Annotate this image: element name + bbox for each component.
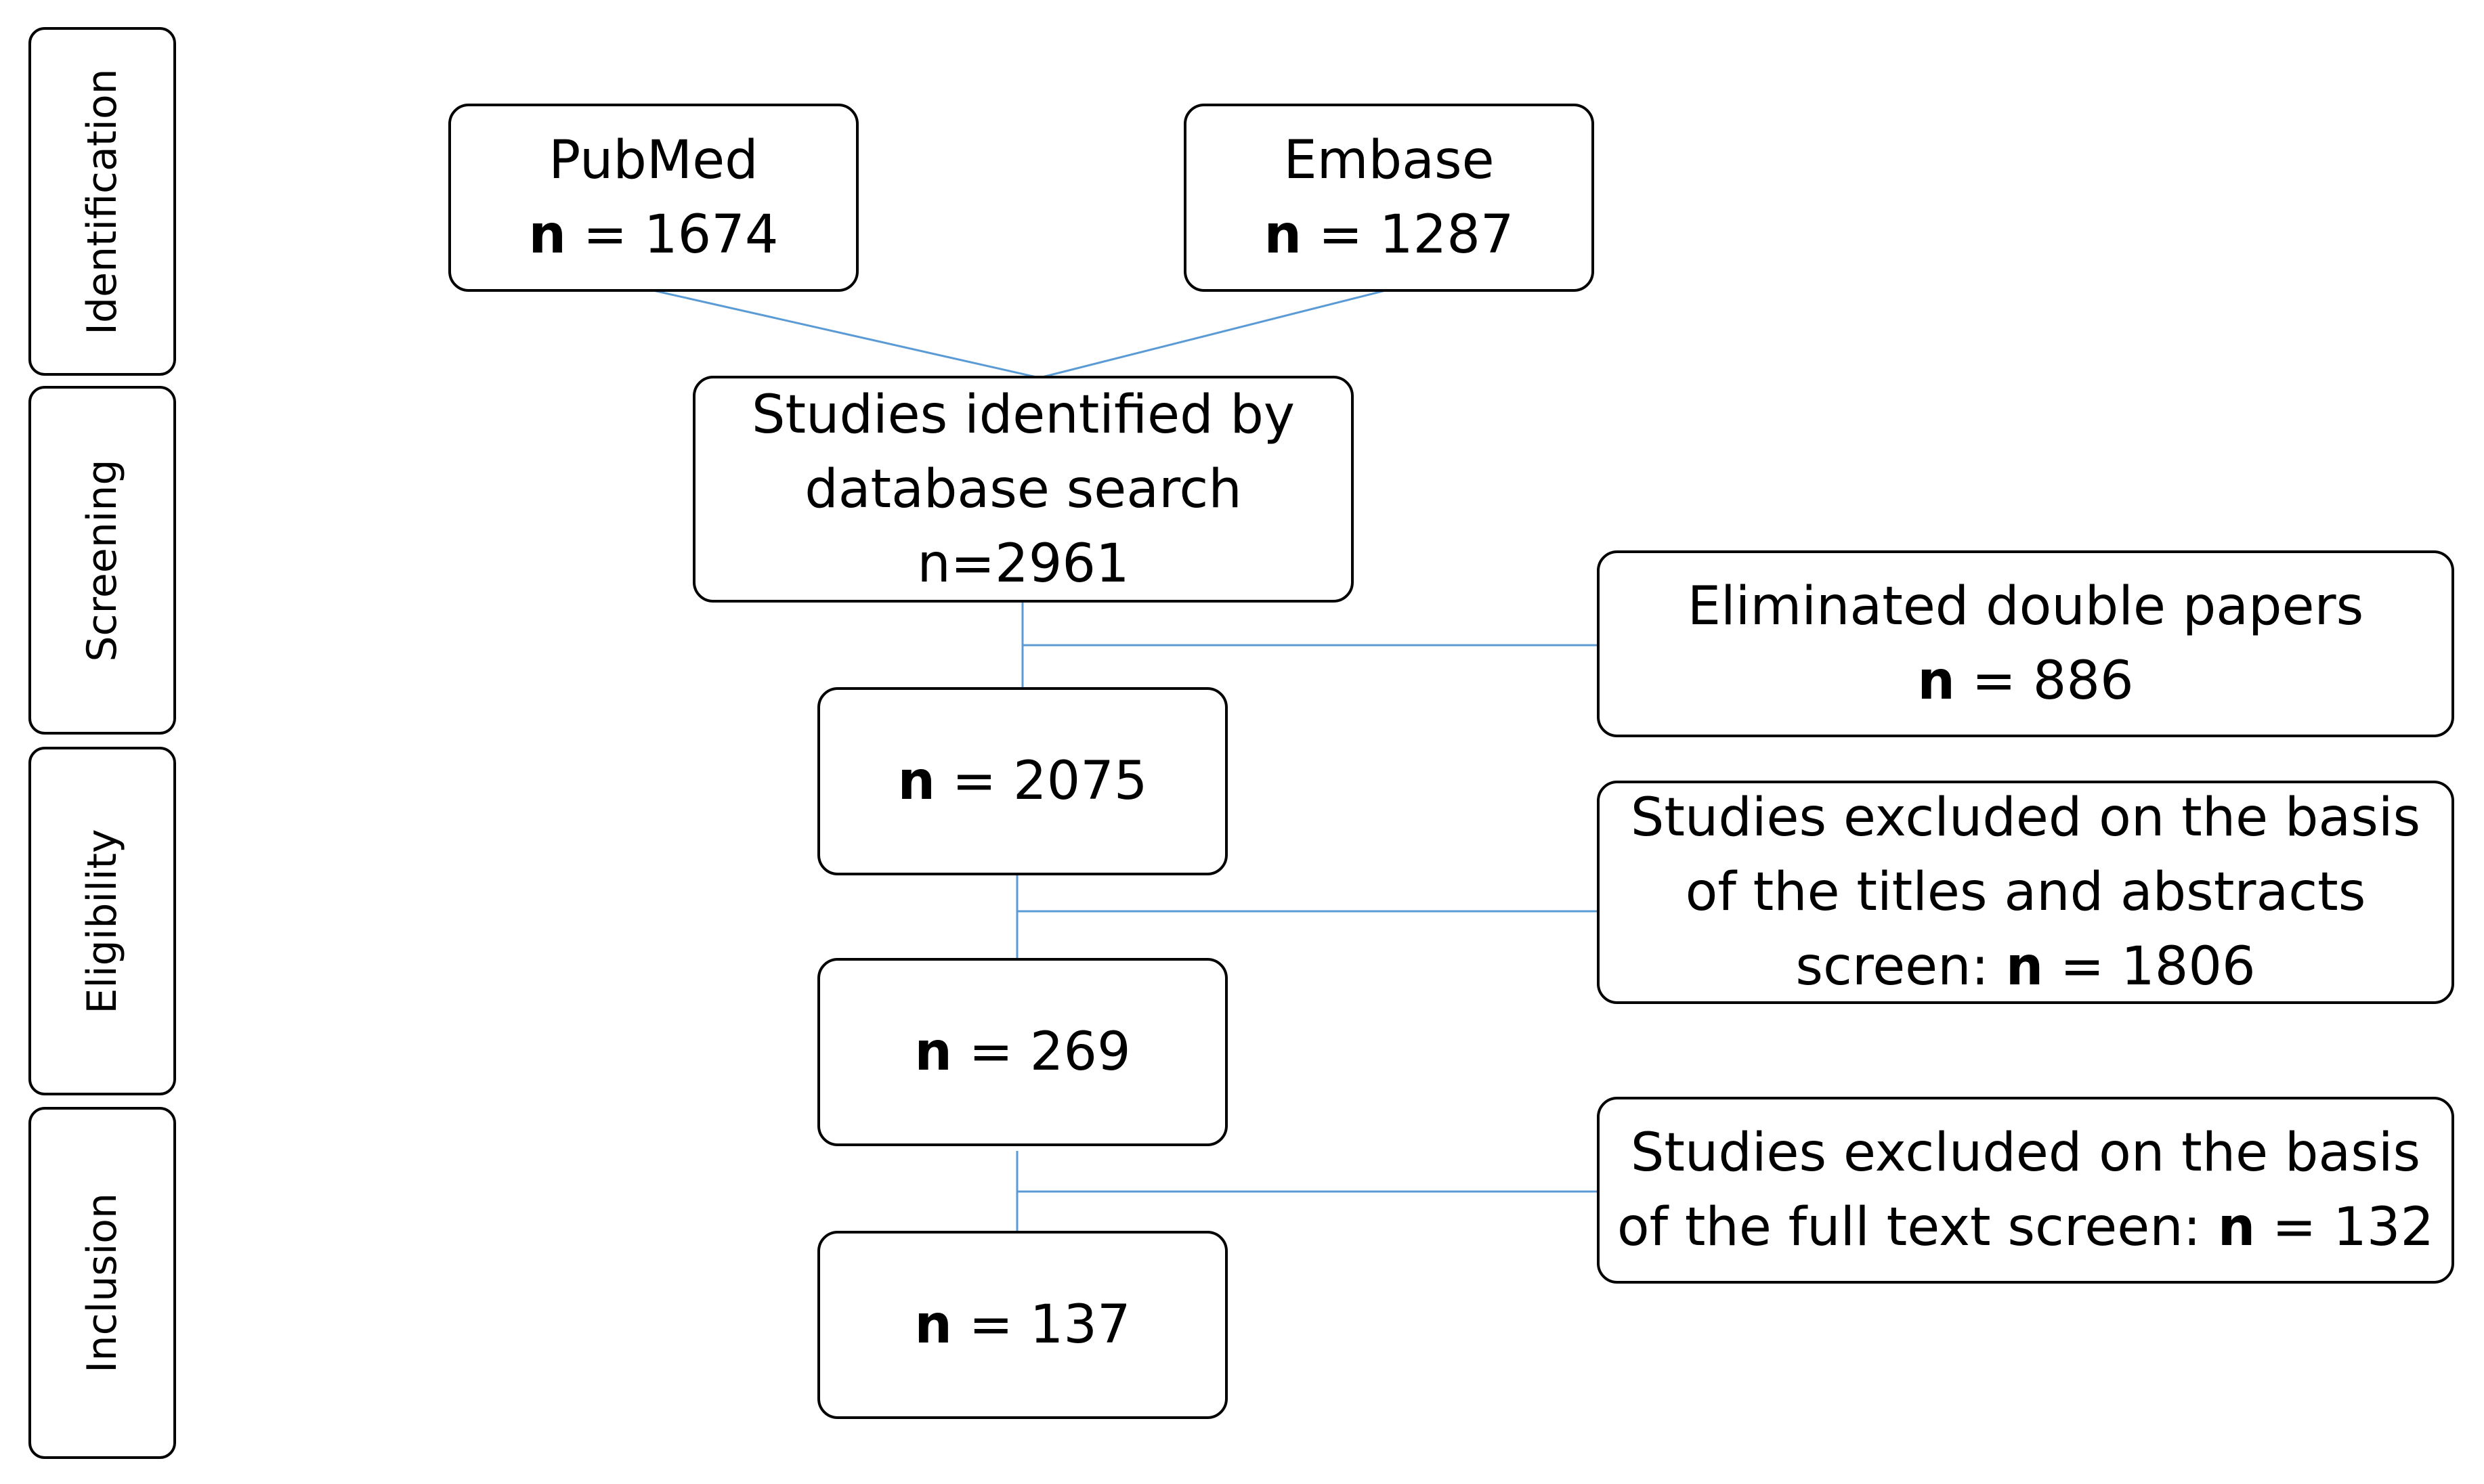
after-duplicates-count: n = 2075 xyxy=(897,751,1148,812)
stage-eligibility-label: Eligibility xyxy=(79,828,126,1014)
stage-inclusion: Inclusion xyxy=(28,1107,176,1459)
included-box: n = 137 xyxy=(817,1231,1228,1419)
embase-box: Embase n = 1287 xyxy=(1184,104,1594,292)
duplicates-excluded-box: Eliminated double papers n = 886 xyxy=(1597,550,2454,737)
title-abstract-excluded-count: screen: n = 1806 xyxy=(1795,936,2256,997)
after-title-abstract-count: n = 269 xyxy=(914,1022,1131,1083)
stage-screening-label: Screening xyxy=(79,458,126,662)
duplicates-excluded-count: n = 886 xyxy=(1917,651,2134,712)
embase-connector xyxy=(1039,288,1389,379)
stage-eligibility: Eligibility xyxy=(28,747,176,1095)
included-count: n = 137 xyxy=(914,1294,1131,1355)
embase-label: Embase xyxy=(1283,130,1495,191)
stage-inclusion-label: Inclusion xyxy=(79,1192,126,1374)
studies-identified-count: n=2961 xyxy=(917,533,1130,594)
full-text-excluded-line1: Studies excluded on the basis xyxy=(1630,1122,2421,1183)
stage-identification-label: Identification xyxy=(79,68,126,335)
title-abstract-excluded-box: Studies excluded on the basis of the tit… xyxy=(1597,781,2454,1004)
embase-count: n = 1287 xyxy=(1264,204,1514,265)
pubmed-label: PubMed xyxy=(549,130,758,191)
studies-identified-line2: database search xyxy=(805,458,1242,520)
studies-identified-line1: Studies identified by xyxy=(751,384,1295,445)
after-title-abstract-box: n = 269 xyxy=(817,958,1228,1146)
stage-screening: Screening xyxy=(28,386,176,735)
after-duplicates-box: n = 2075 xyxy=(817,687,1228,875)
studies-identified-box: Studies identified by database search n=… xyxy=(693,376,1354,603)
duplicates-excluded-label: Eliminated double papers xyxy=(1687,576,2364,637)
full-text-excluded-count: of the full text screen: n = 132 xyxy=(1616,1197,2435,1258)
title-abstract-excluded-line1: Studies excluded on the basis xyxy=(1630,787,2421,848)
pubmed-connector xyxy=(649,288,1040,379)
pubmed-count: n = 1674 xyxy=(528,204,779,265)
full-text-excluded-box: Studies excluded on the basis of the ful… xyxy=(1597,1097,2454,1284)
title-abstract-excluded-line2: of the titles and abstracts xyxy=(1685,862,2366,923)
pubmed-box: PubMed n = 1674 xyxy=(448,104,859,292)
stage-identification: Identification xyxy=(28,27,176,376)
